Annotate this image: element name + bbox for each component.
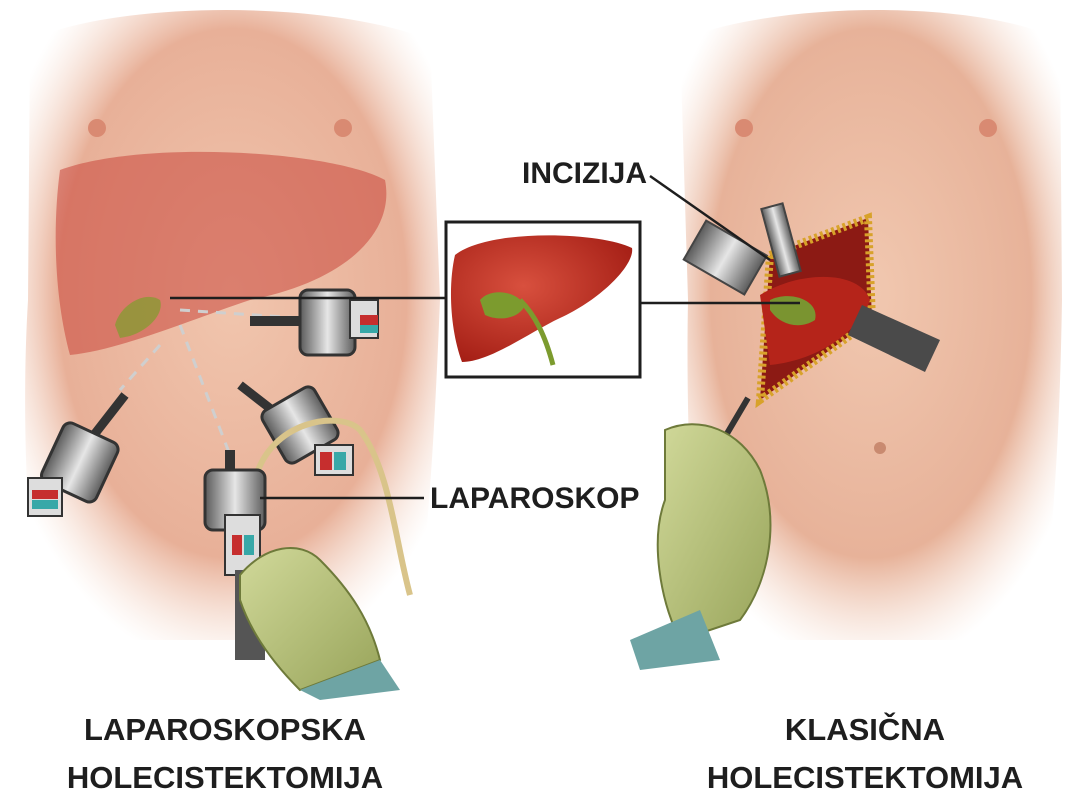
incision-label: INCIZIJA <box>522 157 647 191</box>
right-nipple-left <box>735 119 753 137</box>
right-nipple-right <box>979 119 997 137</box>
caption-left-line1: LAPAROSKOPSKA <box>40 706 410 754</box>
caption-laparoscopic: LAPAROSKOPSKA HOLECISTEKTOMIJA <box>40 706 410 802</box>
left-nipple-right <box>334 119 352 137</box>
caption-classic: KLASIČNA HOLECISTEKTOMIJA <box>670 706 1060 802</box>
left-nipple-left <box>88 119 106 137</box>
navel <box>874 442 886 454</box>
right-torso <box>630 10 1062 670</box>
laparoscope-label: LAPAROSKOP <box>430 482 639 516</box>
liver-inset <box>446 222 640 377</box>
caption-left-line2: HOLECISTEKTOMIJA <box>40 754 410 802</box>
caption-right-line2: HOLECISTEKTOMIJA <box>670 754 1060 802</box>
caption-right-line1: KLASIČNA <box>670 706 1060 754</box>
left-torso <box>25 10 440 700</box>
